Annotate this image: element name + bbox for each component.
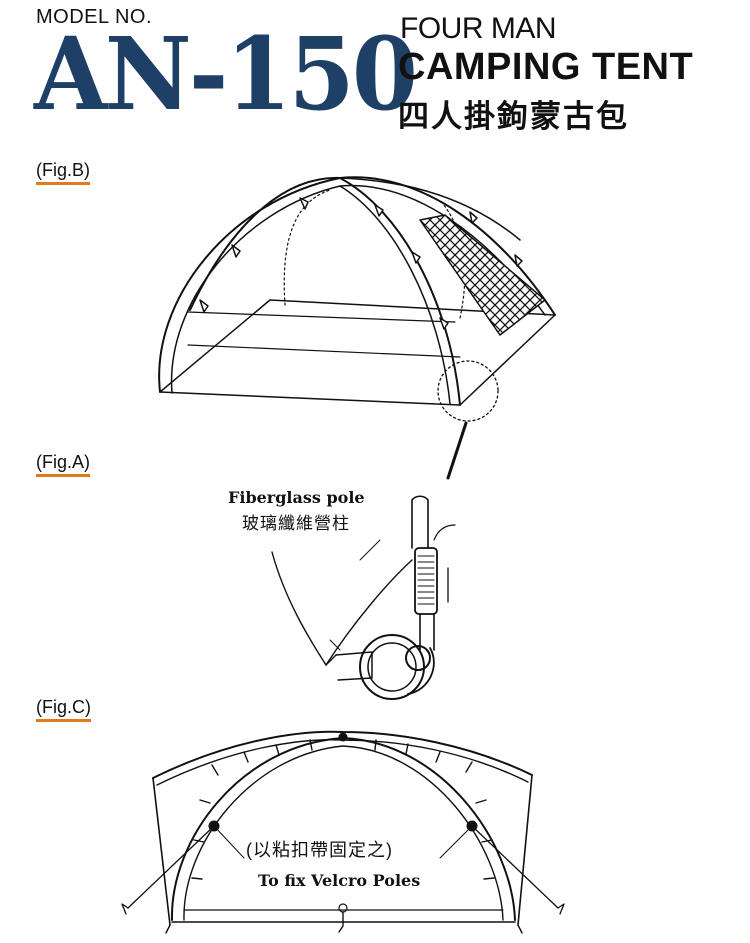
velcro-label-zh: (以粘扣帶固定之) [246, 840, 393, 860]
fiberglass-pole-label: Fiberglass pole [228, 488, 365, 507]
model-number-label: MODEL NO. [36, 6, 152, 28]
velcro-label: To fix Velcro Poles [258, 871, 421, 890]
subtitle-four-man: FOUR MAN [400, 12, 557, 45]
fig-b-tent-drawing [158, 176, 556, 480]
fig-a-label: (Fig.A) [36, 452, 90, 477]
subtitle-chinese: 四人掛鉤蒙古包 [398, 99, 629, 135]
subtitle-camping-tent: CAMPING TENT [398, 46, 694, 88]
fig-b-label: (Fig.B) [36, 160, 90, 185]
fig-c-tent-drawing [121, 730, 565, 934]
fig-c-label: (Fig.C) [36, 697, 91, 722]
model-code: AN-150 [34, 15, 418, 133]
fig-a-pole-detail [271, 495, 456, 700]
fiberglass-pole-label-zh: 玻璃纖維營柱 [242, 514, 350, 533]
